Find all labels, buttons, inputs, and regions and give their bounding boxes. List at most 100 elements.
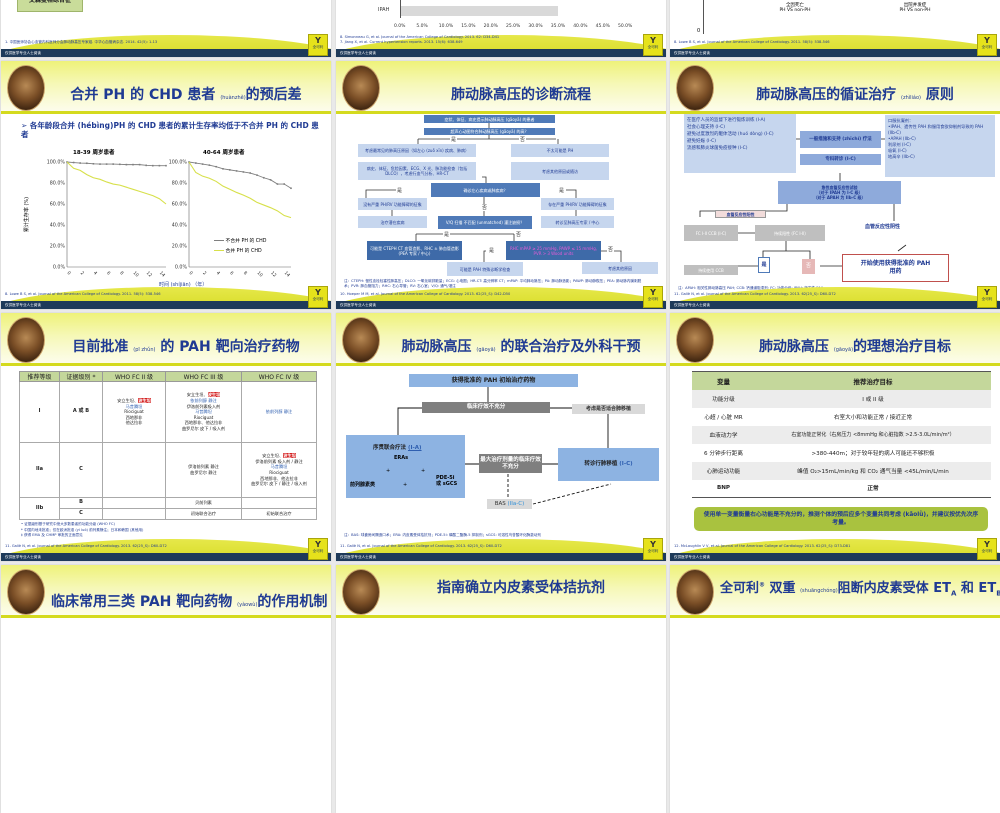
header-divider — [670, 111, 1000, 114]
bas-box: BAS (IIa-C) — [487, 499, 532, 509]
table-row: IIa C 伊洛前列素 静注曲罗尼尔 静注 安立生坦、波生坦伊洛前列素 吸入剂 … — [19, 442, 317, 498]
x-tick-label: 30.0% — [528, 24, 543, 29]
data-point — [263, 176, 265, 179]
x-tick-label: 2 — [79, 270, 85, 276]
slide-thumbnail-11[interactable]: 目前批准 (pī zhǔn) 的 PAH 靶向治疗药物 推荐等级 证据级别 * … — [1, 313, 331, 561]
header-divider — [1, 363, 331, 366]
header-photo — [676, 569, 714, 615]
consider-transplant-box: 考虑是否适合肺移植 — [572, 404, 645, 414]
data-point — [92, 162, 95, 165]
x-tick-label: 6 — [105, 270, 111, 276]
slide-title: 合并 PH 的 CHD 患者 (huànzhě)的预后差 — [70, 87, 302, 103]
cell: C — [59, 508, 103, 520]
data-point — [99, 163, 101, 165]
reference-text: 8. Lowe B S, et al. Journal of the Ameri… — [674, 40, 830, 44]
data-point — [165, 164, 167, 167]
x-tick-label: 10 — [132, 270, 140, 278]
slide-thumbnail-5[interactable]: 艾森曼格综合征 1. 中国医师协会心血管内科医师分会肺动脉高压专家组. 中华心血… — [1, 0, 331, 57]
x-tick-label: 25.0% — [506, 24, 521, 29]
data-point — [290, 187, 292, 190]
flow-box-unlikely-ph: 不太可能是 PH — [511, 144, 609, 157]
slide-thumbnail-15[interactable]: 指南确立内皮素受体拮抗剂 — [336, 565, 666, 813]
flow-box-treat: 治疗潜在疾病 — [358, 216, 427, 228]
cell: 正常 — [755, 479, 991, 498]
reference-text: 7. Jiang X, et al. Current hypertension … — [340, 40, 463, 44]
table-row: 心肺运动功能峰值 O₂>15mL/min/kg 和 CO₂ 通气当量 <45L/… — [692, 461, 991, 480]
logo-text: 全可利 — [647, 549, 659, 553]
label-no: 否 — [515, 231, 523, 238]
slide-header-band — [1, 61, 331, 113]
header-divider — [670, 363, 1000, 366]
slide-title: 肺动脉高压 (gāoyā) 的联合治疗及外科干预 — [401, 339, 641, 355]
footer-bar: 仅供医学专业人士阅读第十页，共二十八页 — [670, 301, 1000, 309]
data-point — [138, 163, 141, 166]
slide-thumbnail-8[interactable]: 合并 PH 的 CHD 患者 (huànzhě)的预后差 ➢ 各年龄段合并 (h… — [1, 61, 331, 309]
flow-box-workup: 病史、体征、危险因素、ECG、X 光、肺功能检查（包括 DLCO），考虑行血气分… — [358, 162, 476, 180]
positive-response-label: 血管反应性阳性 — [715, 210, 766, 218]
bar-label: IPAH — [378, 7, 390, 13]
cell: IIa — [19, 442, 60, 498]
table-note-3: ‡ 获得 EMA 及 CHMP 审批的正面意见 — [21, 533, 83, 537]
x-tick-label: 8 — [118, 270, 124, 276]
footer-bar: 仅供医学专业人士阅读第六页，共二十八页 — [336, 49, 666, 57]
flow-box-symptoms: 症状、体征、病史提示肺动脉高压 (gāoyā) 的患者 — [424, 115, 555, 123]
flow-box-consider-other: 考虑其他原因 — [582, 262, 658, 274]
table-row: C 初始联合治疗 初始联合治疗 — [20, 508, 317, 520]
x-tick-label: 0 — [188, 270, 194, 276]
conclusion-banner: 使用单一变量衡量右心功能是不充分的，推测个体的预后应多个变量共同考虑 (kǎol… — [694, 507, 988, 531]
data-point — [119, 163, 121, 166]
data-point — [195, 162, 197, 164]
plus-sign: + — [421, 468, 426, 474]
x-tick-label: 35.0% — [550, 24, 566, 29]
x-tick-label: 40.0% — [573, 24, 588, 29]
logo-text: 全可利 — [981, 45, 993, 49]
slide-thumbnail-12[interactable]: 肺动脉高压 (gāoyā) 的联合治疗及外科干预 获得批准的 PAH 初始治疗药… — [336, 313, 666, 561]
y-tick-zero: 0 — [697, 28, 701, 34]
y-tick-label: 80.0% — [172, 181, 188, 187]
refer-transplant-box: 转诊行肺移植 (I-C) — [558, 448, 659, 481]
header-photo — [676, 317, 714, 363]
abbrev-note: 注：CTEPH: 慢性血栓栓塞性肺高压；DLCO: 一氧化碳弥散量；ECG: 心… — [344, 279, 642, 288]
footer-bar: 仅供医学专业人士阅读第七页，共二十八页 — [670, 49, 1000, 57]
cell: IIb — [19, 497, 60, 520]
slide-title: 肺动脉高压的循证治疗 (zhìliáo) 原则 — [756, 87, 954, 103]
data-point — [112, 163, 114, 165]
continue-ccb-box: 持续使用 CCB — [684, 265, 738, 275]
fc-ccb-box: FC I-II CCB (I-C) — [684, 225, 738, 241]
data-point — [269, 179, 272, 181]
slide-thumbnail-10[interactable]: 肺动脉高压的循证治疗 (zhìliáo) 原则 在医疗人员的监督下进行锻炼训练 … — [670, 61, 1000, 309]
header-variable: 变量 — [692, 371, 755, 390]
footer-label: 仅供医学专业人士阅读 — [340, 555, 376, 559]
reference-text: 8. Lowe B S, et al. Journal of the Ameri… — [5, 292, 161, 296]
specialist-referral-box: 专科转诊 (I-C) — [800, 154, 881, 165]
flow-box-echo: 超声心动图符合肺动脉高压 (gāoyā) 的高？ — [424, 128, 555, 135]
data-point — [86, 162, 88, 165]
cell: B — [59, 497, 103, 509]
data-point — [72, 161, 75, 164]
header-fc3: WHO FC III 级 — [165, 371, 242, 382]
cell: 心超 / 心脏 MR — [704, 414, 743, 421]
slide-thumbnail-9[interactable]: 肺动脉高压的诊断流程 症状、体征、病史提示肺动脉高压 (gāoyā) 的患者 超… — [336, 61, 666, 309]
drug-support-list: 口服抗凝剂：•IPAH、遗传性 PAH 和服用食欲抑制剂导致的 PAH (IIb… — [885, 115, 995, 177]
footer-bar: 仅供医学专业人士阅读第九页，共二十八页 — [336, 301, 666, 309]
slide-title: 全可利® 双重 (shuāngchóng)阻断内皮素受体 ETA 和 ETB — [720, 581, 1000, 598]
slide-thumbnail-16[interactable]: 全可利® 双重 (shuāngchóng)阻断内皮素受体 ETA 和 ETB — [670, 565, 1000, 813]
flow-box-cteph: 可能是 CTEPH CT 血管造影、RHC ± 肺血管造影 (PEA 专家 / … — [367, 241, 462, 260]
slide-thumbnail-14[interactable]: 临床常用三类 PAH 靶向药物 (yàowù)的作用机制 — [1, 565, 331, 813]
cell — [102, 508, 166, 520]
label-yes: 是 — [450, 136, 458, 143]
cell: C — [59, 442, 103, 498]
slide-thumbnail-6[interactable]: IPAH 0.0%5.0%10.0%15.0%20.0%25.0%30.0%35… — [336, 0, 666, 57]
y-tick-label: 0.0% — [53, 265, 66, 271]
slide-header-band — [336, 61, 666, 113]
